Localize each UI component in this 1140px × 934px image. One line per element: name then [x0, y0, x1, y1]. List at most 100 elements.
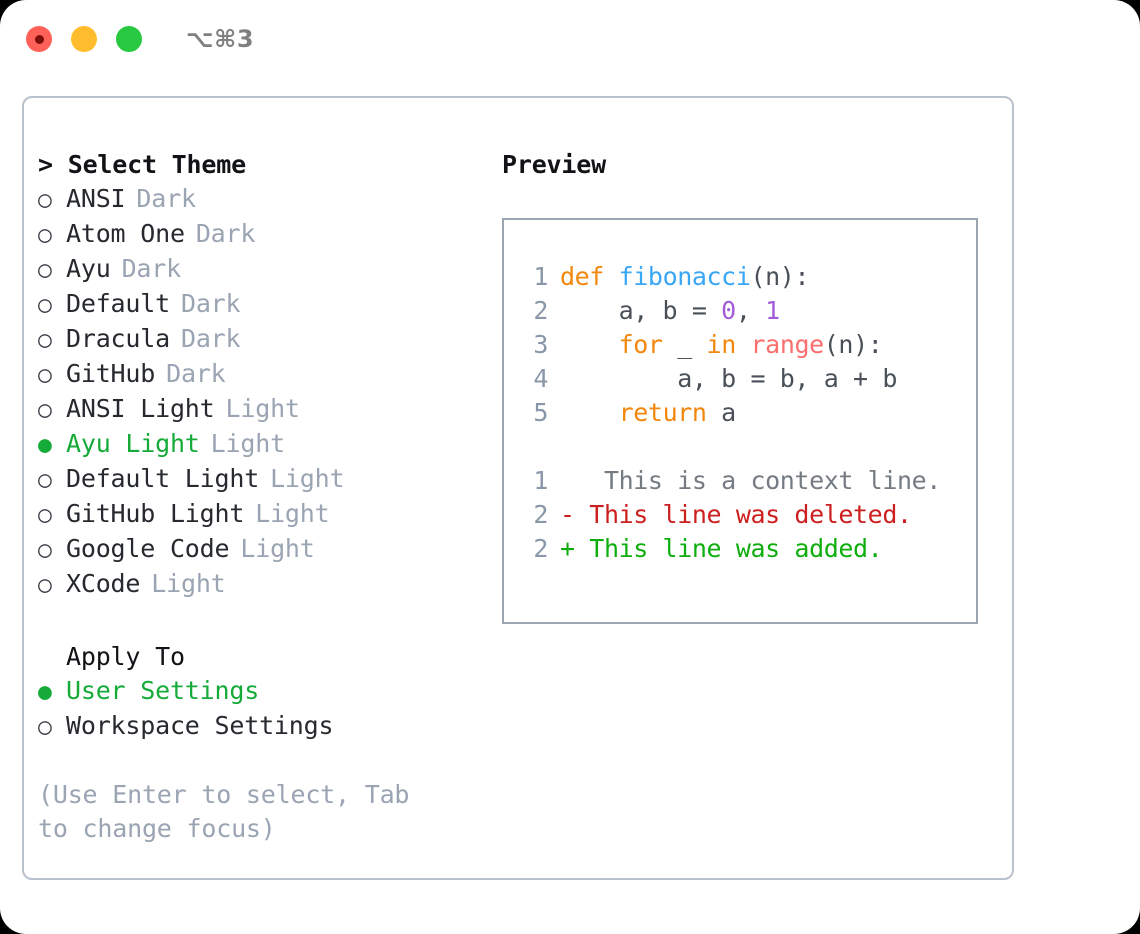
radio-selected-icon: ● — [38, 432, 52, 458]
theme-option-github[interactable]: ○ GitHub Dark — [38, 357, 498, 392]
theme-variant-tag: Dark — [180, 324, 241, 353]
theme-option-label: ANSI Light — [66, 394, 215, 423]
code-token: 1 — [765, 296, 780, 325]
radio-unselected-icon: ○ — [38, 397, 52, 423]
list-spacer — [38, 602, 498, 640]
line-number: 1 — [533, 262, 548, 291]
radio-unselected-icon: ○ — [38, 327, 52, 353]
code-token: range — [750, 330, 825, 359]
code-line: 3 for _ in range(n): — [522, 328, 941, 362]
code-line: 2 a, b = 0, 1 — [522, 294, 941, 328]
theme-option-label: Atom One — [66, 219, 185, 248]
theme-option-label: Google Code — [66, 534, 230, 563]
line-number: 4 — [533, 364, 548, 393]
theme-option-label: Default — [66, 289, 170, 318]
theme-option-default[interactable]: ○ Default Dark — [38, 287, 498, 322]
line-number: 5 — [533, 398, 548, 427]
theme-option-label: ANSI — [66, 184, 126, 213]
line-number: 2 — [533, 534, 548, 563]
select-theme-heading: > Select Theme — [38, 148, 498, 182]
radio-selected-icon: ● — [38, 679, 52, 705]
line-number: 2 — [533, 296, 548, 325]
radio-unselected-icon: ○ — [38, 222, 52, 248]
theme-option-google-code[interactable]: ○ Google Code Light — [38, 532, 498, 567]
apply-to-list: ●User Settings○Workspace Settings — [38, 674, 498, 744]
theme-variant-tag: Dark — [121, 254, 182, 283]
maximize-button[interactable] — [116, 26, 142, 52]
theme-option-ansi-light[interactable]: ○ ANSI Light Light — [38, 392, 498, 427]
theme-option-label: GitHub Light — [66, 499, 245, 528]
radio-unselected-icon: ○ — [38, 537, 52, 563]
diff-line-add: 2 + This line was added. — [522, 532, 941, 566]
radio-unselected-icon: ○ — [38, 362, 52, 388]
diff-line-del: 2 - This line was deleted. — [522, 498, 941, 532]
radio-unselected-icon: ○ — [38, 187, 52, 213]
radio-unselected-icon: ○ — [38, 257, 52, 283]
code-token: (n): — [750, 262, 810, 291]
theme-option-dracula[interactable]: ○ Dracula Dark — [38, 322, 498, 357]
code-token: _ — [662, 330, 707, 359]
theme-option-ayu[interactable]: ○ Ayu Dark — [38, 252, 498, 287]
code-token: fibonacci — [618, 262, 751, 291]
theme-option-label: Ayu — [66, 254, 111, 283]
theme-option-label: GitHub — [66, 359, 156, 388]
code-token: a, b = — [560, 296, 722, 325]
radio-unselected-icon: ○ — [38, 502, 52, 528]
close-button[interactable] — [26, 26, 52, 52]
diff-line-text: + This line was added. — [560, 534, 883, 563]
diff-line-text: - This line was deleted. — [560, 500, 912, 529]
apply-to-option-user-settings[interactable]: ●User Settings — [38, 674, 498, 709]
theme-variant-tag: Light — [255, 499, 330, 528]
diff-line-ctx: 1 This is a context line. — [522, 464, 941, 498]
code-token — [560, 330, 619, 359]
code-line: 4 a, b = b, a + b — [522, 362, 941, 396]
line-number: 3 — [533, 330, 548, 359]
theme-option-ansi[interactable]: ○ ANSI Dark — [38, 182, 498, 217]
apply-to-option-workspace-settings[interactable]: ○Workspace Settings — [38, 709, 498, 744]
diff-line-text: This is a context line. — [560, 466, 941, 495]
theme-variant-tag: Dark — [195, 219, 256, 248]
theme-option-github-light[interactable]: ○ GitHub Light Light — [38, 497, 498, 532]
code-token: (n): — [823, 330, 883, 359]
theme-variant-tag: Light — [240, 534, 315, 563]
minimize-button[interactable] — [71, 26, 97, 52]
keyboard-hint: (Use Enter to select, Tab to change focu… — [38, 780, 410, 843]
theme-variant-tag: Dark — [136, 184, 196, 213]
theme-variant-tag: Dark — [180, 289, 241, 318]
code-token: a — [706, 398, 736, 427]
theme-option-label: Ayu Light — [66, 429, 200, 458]
code-token: 0 — [721, 296, 736, 325]
line-number: 1 — [533, 466, 548, 495]
theme-variant-tag: Light — [225, 394, 300, 423]
code-token: in — [706, 330, 737, 359]
theme-option-label: Default Light — [66, 464, 260, 493]
line-number: 2 — [533, 500, 548, 529]
close-icon — [34, 34, 44, 44]
code-token: a, b = b, a + b — [560, 364, 897, 393]
radio-unselected-icon: ○ — [38, 292, 52, 318]
preview-title: Preview — [502, 150, 606, 179]
code-blank-line — [522, 430, 941, 464]
theme-option-atom-one[interactable]: ○ Atom One Dark — [38, 217, 498, 252]
code-token: for — [618, 330, 663, 359]
code-token — [560, 398, 619, 427]
select-theme-heading-label: Select Theme — [67, 150, 246, 179]
theme-variant-tag: Light — [270, 464, 345, 493]
radio-unselected-icon: ○ — [38, 714, 52, 740]
theme-option-label: Dracula — [66, 324, 170, 353]
code-token — [736, 330, 751, 359]
radio-unselected-icon: ○ — [38, 572, 52, 598]
theme-variant-tag: Dark — [166, 359, 226, 388]
window-controls — [26, 26, 142, 52]
theme-option-label: XCode — [66, 569, 141, 598]
